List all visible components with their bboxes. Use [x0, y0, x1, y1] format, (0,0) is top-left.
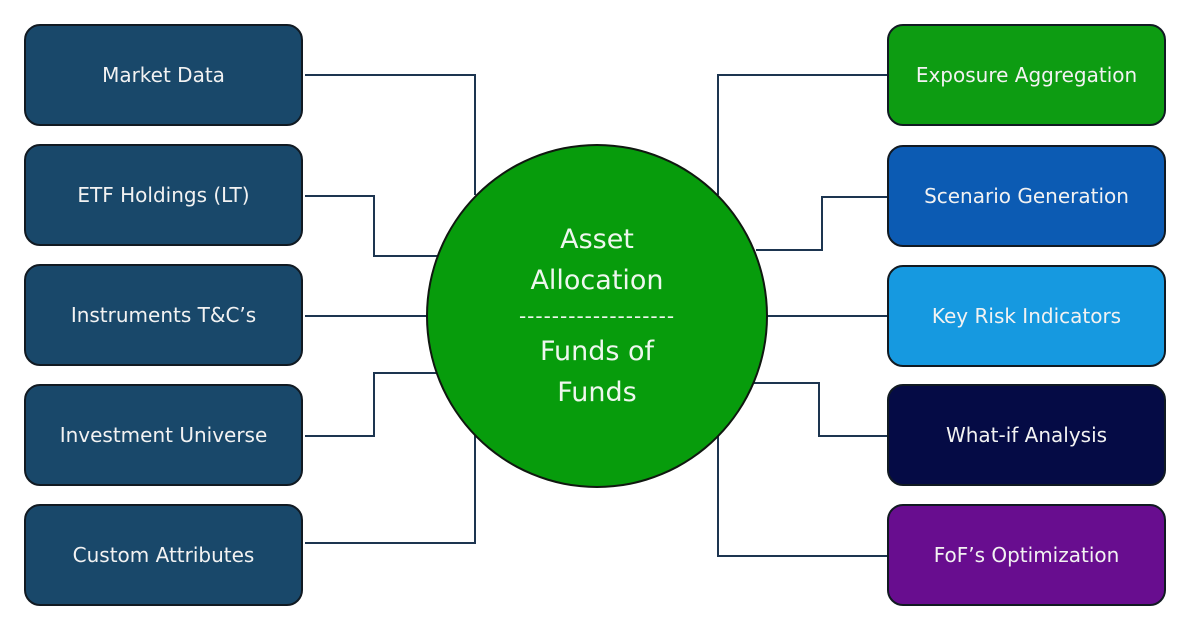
output-label: What-if Analysis	[945, 423, 1108, 447]
input-label: Custom Attributes	[72, 543, 255, 567]
connector-scenario-generation	[756, 196, 887, 251]
connector-custom-attributes	[305, 435, 476, 544]
output-label: Exposure Aggregation	[915, 63, 1138, 87]
output-box-key-risk-indicators: Key Risk Indicators	[887, 265, 1166, 367]
input-label: Instruments T&C’s	[70, 303, 257, 327]
input-box-custom-attributes: Custom Attributes	[24, 504, 303, 606]
input-label: Market Data	[102, 63, 225, 87]
input-box-etf-holdings: ETF Holdings (LT)	[24, 144, 303, 246]
output-box-exposure-aggregation: Exposure Aggregation	[887, 24, 1166, 126]
input-label: Investment Universe	[59, 423, 268, 447]
input-label: ETF Holdings (LT)	[77, 183, 250, 207]
output-label: Scenario Generation	[924, 184, 1129, 208]
hub-subtitle-line2: Funds	[557, 377, 637, 408]
hub-circle: Asset Allocation ------------------- Fun…	[426, 144, 768, 488]
input-box-instruments: Instruments T&C’s	[24, 264, 303, 366]
connector-what-if-analysis	[752, 382, 887, 437]
connector-etf-holdings	[305, 195, 440, 257]
output-box-fof-optimization: FoF’s Optimization	[887, 504, 1166, 606]
connector-market-data	[305, 74, 476, 195]
hub-title-line1: Asset	[560, 224, 634, 255]
connector-exposure-aggregation	[717, 74, 887, 195]
hub-title-line2: Allocation	[530, 265, 664, 296]
connector-investment-universe	[305, 372, 440, 437]
output-label: Key Risk Indicators	[931, 304, 1122, 328]
hub-separator: -------------------	[518, 304, 676, 328]
input-box-investment-universe: Investment Universe	[24, 384, 303, 486]
connector-fof-optimization	[717, 435, 887, 557]
hub-subtitle-line1: Funds of	[539, 336, 655, 367]
output-box-what-if-analysis: What-if Analysis	[887, 384, 1166, 486]
output-box-scenario-generation: Scenario Generation	[887, 145, 1166, 247]
input-box-market-data: Market Data	[24, 24, 303, 126]
output-label: FoF’s Optimization	[933, 543, 1120, 567]
